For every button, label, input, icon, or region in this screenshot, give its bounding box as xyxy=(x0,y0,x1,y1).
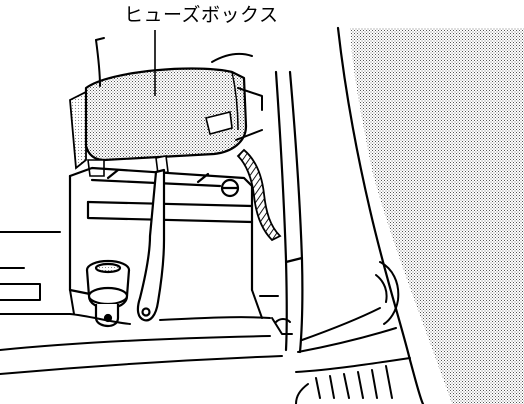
battery-hold-down-rod xyxy=(136,168,166,322)
mounting-bracket xyxy=(95,37,263,141)
headlamp-outline xyxy=(295,261,411,404)
fuse-box xyxy=(69,67,248,177)
engine-bay-left-edges xyxy=(0,231,293,375)
body-panel-stipple xyxy=(350,28,524,404)
battery-terminal-cap xyxy=(85,259,131,328)
fuse-box-label: ヒューズボックス xyxy=(124,4,279,26)
fender-outline xyxy=(274,26,425,404)
wire-harness xyxy=(236,148,282,242)
